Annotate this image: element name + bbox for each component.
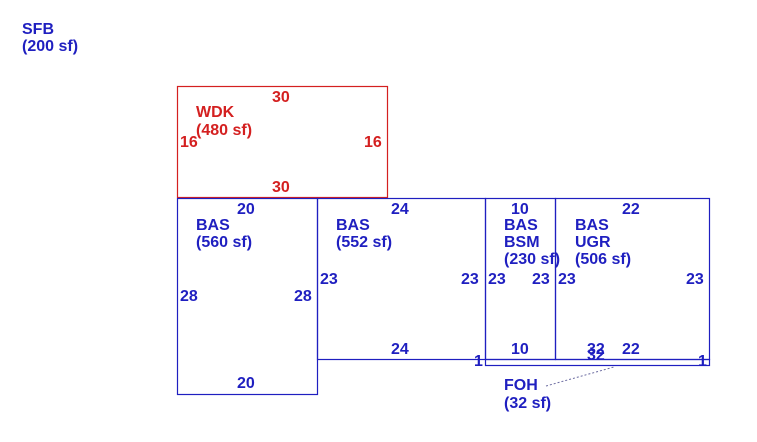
sfb-name: SFB xyxy=(22,21,54,38)
foh-name: FOH xyxy=(504,377,538,394)
wdk-area: (480 sf) xyxy=(196,122,252,139)
bas-2-dim-left: 23 xyxy=(320,271,338,288)
ugr-name: BAS xyxy=(575,217,609,234)
wdk-dim-right: 16 xyxy=(364,134,382,151)
wdk-dim-left: 16 xyxy=(180,134,198,151)
bas-1-dim-bottom: 20 xyxy=(237,375,255,392)
wdk-outline[interactable] xyxy=(176,85,389,199)
wdk-dim-top: 30 xyxy=(272,89,290,106)
bas-2-dim-bottom: 24 xyxy=(391,341,409,358)
bas-2-dim-right: 23 xyxy=(461,271,479,288)
foh-leader-line xyxy=(545,366,615,387)
bsm-dim-top: 10 xyxy=(511,201,529,218)
ugr-dim-bottom: 22 xyxy=(622,341,640,358)
ugr-sub: UGR xyxy=(575,234,611,251)
bsm-dim-bottom: 10 xyxy=(511,341,529,358)
bas-2-dim-top: 24 xyxy=(391,201,409,218)
bas-2-name: BAS xyxy=(336,217,370,234)
foh-area: (32 sf) xyxy=(504,395,551,412)
bsm-name: BAS xyxy=(504,217,538,234)
ugr-dim-left: 23 xyxy=(558,271,576,288)
ugr-dim-corner: 1 xyxy=(698,353,707,370)
bas-1-dim-right: 28 xyxy=(294,288,312,305)
ugr-dim-right: 23 xyxy=(686,271,704,288)
sfb-area: (200 sf) xyxy=(22,38,78,55)
ugr-dim-top: 22 xyxy=(622,201,640,218)
ugr-area: (506 sf) xyxy=(575,251,631,268)
bsm-area: (230 sf) xyxy=(504,251,560,268)
wdk-name: WDK xyxy=(196,104,235,121)
foh-dim-top: 32 xyxy=(587,341,605,358)
foh-dim-bottom: 32 xyxy=(587,347,605,364)
wdk-dim-bottom: 30 xyxy=(272,179,290,196)
bsm-dim-left: 23 xyxy=(488,271,506,288)
bas-2-area: (552 sf) xyxy=(336,234,392,251)
foh-outline[interactable] xyxy=(484,358,711,367)
bsm-dim-right: 23 xyxy=(532,271,550,288)
bas-1-name: BAS xyxy=(196,217,230,234)
bas-2-dim-corner: 1 xyxy=(474,353,483,370)
bas-1-dim-left: 28 xyxy=(180,288,198,305)
bas-1-area: (560 sf) xyxy=(196,234,252,251)
bas-1-dim-top: 20 xyxy=(237,201,255,218)
bsm-sub: BSM xyxy=(504,234,540,251)
